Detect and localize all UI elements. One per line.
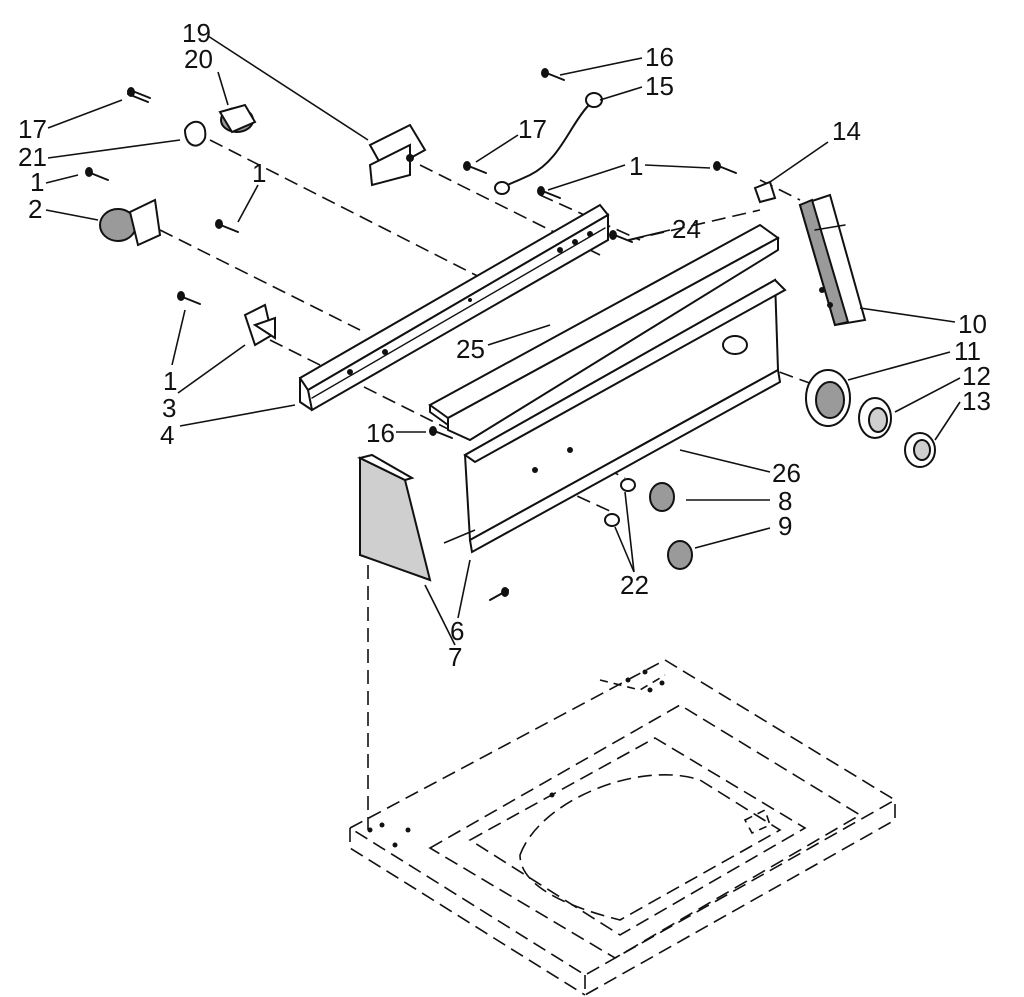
- callout-15: 15: [645, 71, 674, 101]
- callout-8: 8: [778, 486, 792, 516]
- callout-3: 3: [162, 393, 176, 423]
- callout-9: 9: [778, 511, 792, 541]
- top-cabinet: [348, 659, 897, 997]
- callout-10: 10: [958, 309, 987, 339]
- switch-part-2: [99, 198, 162, 247]
- clip-part-14: [753, 180, 777, 204]
- callout-1-left-lower: 1: [163, 366, 177, 396]
- callout-6: 6: [450, 616, 464, 646]
- small-knobs: [604, 478, 693, 570]
- callout-17-center: 17: [518, 114, 547, 144]
- callout-16-top: 16: [645, 42, 674, 72]
- callout-19: 19: [182, 18, 211, 48]
- leader-lines: [45, 35, 961, 646]
- callout-20: 20: [184, 44, 213, 74]
- callout-12: 12: [962, 361, 991, 391]
- callout-24: 24: [672, 214, 701, 244]
- console-panel-part-26: [463, 278, 787, 554]
- callout-labels: 19 20 17 21 1 2 1 16 15 17 1 14 24 10 11…: [18, 18, 991, 672]
- capacitor-part-20: [218, 103, 257, 134]
- callout-1-left-upper: 1: [30, 167, 44, 197]
- clip-part-3: [243, 303, 276, 347]
- bracket-part-19: [368, 123, 427, 187]
- ground-wire-part-15: [494, 92, 603, 195]
- top-trim-part-25: [428, 223, 780, 442]
- callout-1-center: 1: [252, 158, 266, 188]
- end-panel-part-10: [798, 193, 867, 327]
- callout-2: 2: [28, 194, 42, 224]
- strap-part-21: [184, 120, 207, 147]
- callout-7: 7: [448, 642, 462, 672]
- callout-25: 25: [456, 334, 485, 364]
- rear-channel-part-4: [298, 203, 610, 412]
- callout-11: 11: [954, 336, 981, 366]
- callout-1-top-right: 1: [629, 151, 643, 181]
- callout-22: 22: [620, 570, 649, 600]
- callout-16-lower: 16: [366, 418, 395, 448]
- callout-4: 4: [160, 420, 174, 450]
- callout-14: 14: [832, 116, 861, 146]
- screws: [85, 68, 737, 601]
- callout-26: 26: [772, 458, 801, 488]
- callout-17-left: 17: [18, 114, 47, 144]
- callout-13: 13: [962, 386, 991, 416]
- callout-21: 21: [18, 142, 47, 172]
- end-cap-part-7: [357, 453, 432, 582]
- knob-assembly: [805, 369, 936, 468]
